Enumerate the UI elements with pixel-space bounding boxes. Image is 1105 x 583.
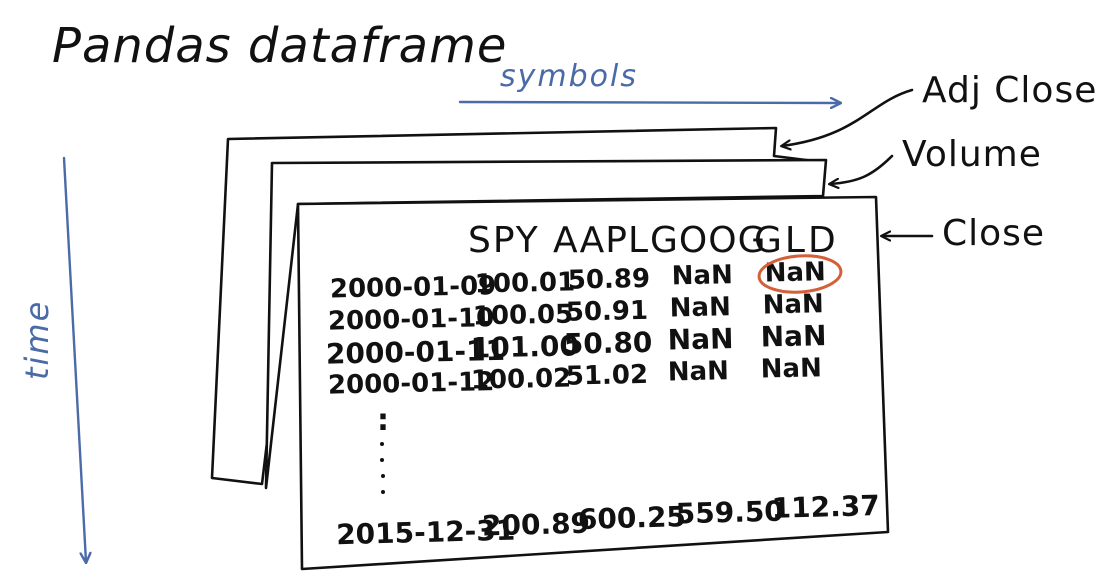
column-header-gld: GLD xyxy=(754,220,839,261)
cell-value: NaN xyxy=(667,356,729,387)
adj-close-pointer-arrow xyxy=(782,88,914,146)
symbols-axis-label: symbols xyxy=(500,59,638,94)
cell-value: NaN xyxy=(667,322,733,356)
cell-value: 51.02 xyxy=(566,360,649,392)
cell-value: NaN xyxy=(760,353,822,384)
cell-value: 600.25 xyxy=(577,500,686,536)
row-ellipsis: : xyxy=(377,403,389,494)
row-ellipsis-glyph: : xyxy=(377,403,389,438)
sheet-close xyxy=(296,195,890,571)
cell-value: 50.91 xyxy=(566,296,649,328)
symbols-axis-arrow xyxy=(458,102,840,103)
time-axis-label: time xyxy=(18,300,56,380)
cell-value: 100.02 xyxy=(471,364,572,396)
cell-value: NaN xyxy=(762,289,824,320)
cell-value: 100.05 xyxy=(473,299,574,331)
cell-value: 100.01 xyxy=(475,267,576,299)
layer-label-volume: Volume xyxy=(902,134,1042,175)
cell-value: NaN xyxy=(669,292,731,323)
column-header-aapl: AAPL xyxy=(553,220,649,261)
column-header-spy: SPY xyxy=(468,220,540,261)
cell-value: 101.00 xyxy=(471,329,580,364)
cell-value: NaN xyxy=(671,260,733,291)
cell-value: 50.80 xyxy=(563,326,652,361)
row-date: 2015-12-31 xyxy=(336,514,516,552)
layer-label-adj-close: Adj Close xyxy=(922,70,1097,111)
layer-label-close: Close xyxy=(942,213,1045,254)
row-date: 2000-01-09 xyxy=(330,271,497,304)
table-row: 2000-01-09 100.01 50.89 NaN NaN xyxy=(330,257,826,304)
cell-value: 112.37 xyxy=(771,489,880,525)
cell-value: NaN xyxy=(760,319,826,353)
highlight-circle xyxy=(757,254,843,294)
volume-pointer-arrow xyxy=(830,154,894,184)
table-row: 2000-01-11 101.00 50.80 NaN NaN xyxy=(326,319,827,371)
cell-value: 50.89 xyxy=(568,264,651,296)
time-axis-arrow xyxy=(62,156,86,562)
row-date: 2000-01-10 xyxy=(328,303,495,336)
table-row-last: 2015-12-31 200.89 600.25 559.50 112.37 xyxy=(336,489,880,552)
table-row: 2000-01-12 100.02 51.02 NaN NaN xyxy=(328,353,822,400)
table-row: 2000-01-10 100.05 50.91 NaN NaN xyxy=(328,289,824,336)
cell-value: 200.89 xyxy=(482,507,591,543)
cell-value: 559.50 xyxy=(675,495,784,531)
column-header-goog: GOOG xyxy=(650,220,766,261)
diagram-title: Pandas dataframe xyxy=(52,18,507,74)
row-date: 2000-01-11 xyxy=(326,334,506,371)
row-date: 2000-01-12 xyxy=(328,367,495,400)
